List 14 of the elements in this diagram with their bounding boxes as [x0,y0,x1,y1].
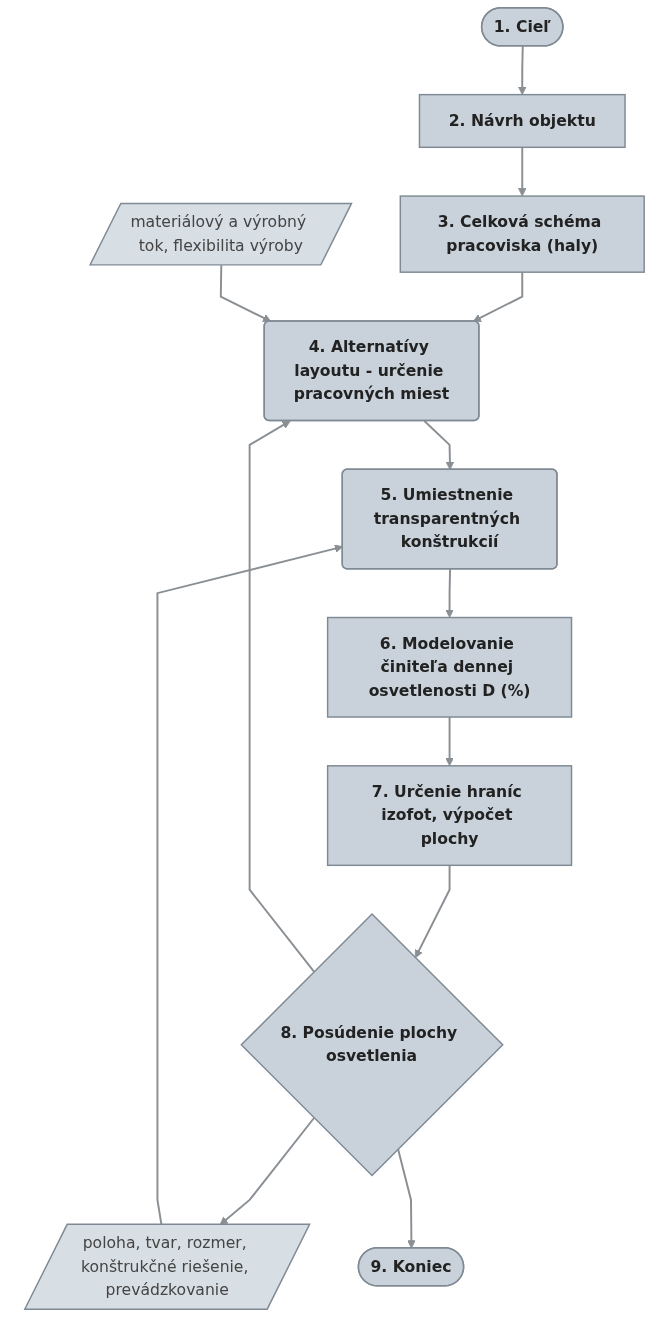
arrow [414,864,451,959]
node-box: 3. Celková schéma pracoviska (haly) [399,195,645,273]
node-box: 7. Určenie hraníc izofot, výpočet plochy [326,765,572,867]
node-box: 2. Návrh objektu [418,93,626,149]
node-box: 6. Modelovanie činiteľa dennej osvetlenosti D (%) [326,616,572,718]
arrow [422,419,454,471]
arrow [444,716,454,767]
arrow [517,146,527,197]
arrow [219,264,271,322]
arrow [248,420,315,973]
arrow [444,568,454,618]
arrow [517,45,527,95]
arrow [472,271,523,322]
node-diamond: 8. Posúdenie plochy osvetlenia [239,913,504,1177]
